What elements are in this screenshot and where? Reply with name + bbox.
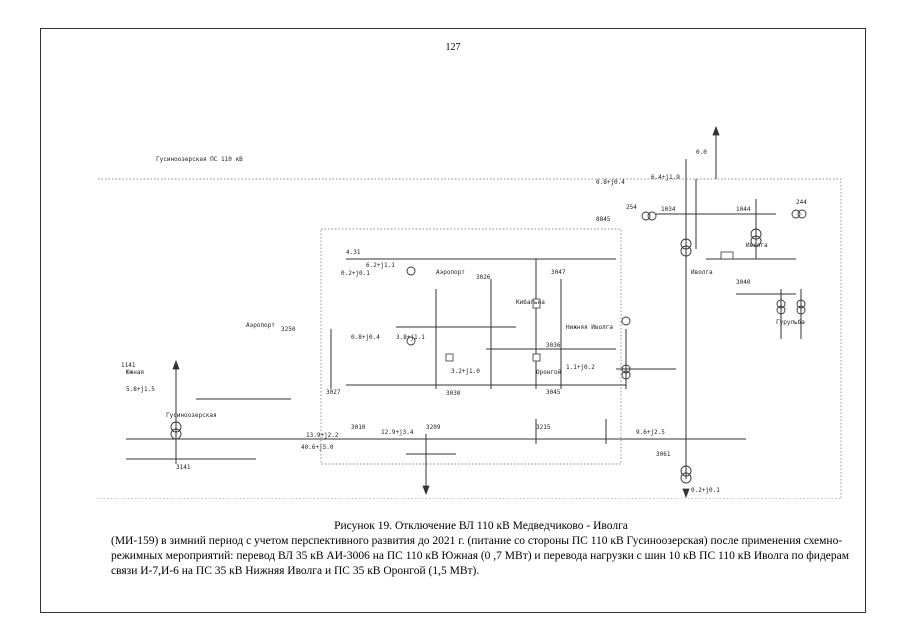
electrical-network-diagram: 3250 3027 3030 3026 3047 3036 3045 3040 … [90, 99, 866, 500]
svg-text:8845: 8845 [596, 216, 611, 223]
svg-text:13.9+j2.2: 13.9+j2.2 [306, 432, 339, 439]
svg-text:3209: 3209 [426, 424, 441, 431]
svg-text:3.2+j1.0: 3.2+j1.0 [451, 368, 480, 375]
svg-text:6.2+j1.1: 6.2+j1.1 [366, 262, 395, 269]
svg-text:244: 244 [796, 199, 807, 206]
svg-text:Южная: Южная [126, 369, 144, 376]
svg-text:4.31: 4.31 [346, 249, 361, 256]
svg-text:Гусиноозерская: Гусиноозерская [166, 412, 217, 419]
document-page: 127 [40, 28, 866, 613]
svg-text:3036: 3036 [546, 342, 561, 349]
svg-text:3215: 3215 [536, 424, 551, 431]
svg-text:3250: 3250 [281, 326, 296, 333]
svg-text:3010: 3010 [351, 424, 366, 431]
svg-text:3030: 3030 [446, 390, 461, 397]
svg-text:40.6+j5.0: 40.6+j5.0 [301, 444, 334, 451]
svg-text:Аэропорт: Аэропорт [246, 322, 275, 329]
svg-text:0.2+j0.1: 0.2+j0.1 [691, 487, 720, 494]
page-number: 127 [445, 42, 461, 53]
figure-caption: Рисунок 19. Отключение ВЛ 110 кВ Медведч… [111, 519, 851, 579]
diagram-svg: 3250 3027 3030 3026 3047 3036 3045 3040 … [90, 125, 842, 500]
svg-text:Иволга: Иволга [691, 269, 713, 276]
svg-text:0.8+j0.4: 0.8+j0.4 [351, 334, 380, 341]
svg-text:3061: 3061 [656, 451, 671, 458]
svg-text:3040: 3040 [736, 279, 751, 286]
svg-text:Кибальна: Кибальна [516, 299, 545, 306]
svg-text:1141: 1141 [121, 362, 136, 369]
svg-text:Иволга: Иволга [746, 242, 768, 249]
svg-text:3141: 3141 [176, 464, 191, 471]
svg-text:9.6+j2.5: 9.6+j2.5 [636, 429, 665, 436]
svg-text:12.9+j3.4: 12.9+j3.4 [381, 429, 414, 436]
svg-text:5.8+j1.5: 5.8+j1.5 [126, 386, 155, 393]
svg-text:3027: 3027 [326, 389, 341, 396]
svg-text:3047: 3047 [551, 269, 566, 276]
svg-text:1044: 1044 [736, 206, 751, 213]
svg-text:254: 254 [626, 204, 637, 211]
svg-text:Гусиноозерская ПС 110 кВ: Гусиноозерская ПС 110 кВ [156, 156, 243, 163]
svg-text:Гурульба: Гурульба [776, 319, 805, 326]
caption-title: Рисунок 19. Отключение ВЛ 110 кВ Медведч… [334, 520, 628, 532]
svg-text:3.8+j1.1: 3.8+j1.1 [396, 334, 425, 341]
svg-text:1034: 1034 [661, 206, 676, 213]
svg-text:3026: 3026 [476, 274, 491, 281]
svg-text:0.2+j0.1: 0.2+j0.1 [341, 270, 370, 277]
svg-text:0.8+j0.4: 0.8+j0.4 [596, 179, 625, 186]
svg-text:1.1+j0.2: 1.1+j0.2 [566, 364, 595, 371]
svg-text:6.4+j1.9: 6.4+j1.9 [651, 174, 680, 181]
svg-text:Нижняя Иволга: Нижняя Иволга [566, 324, 613, 331]
svg-text:0.0: 0.0 [696, 149, 707, 156]
svg-text:3045: 3045 [546, 389, 561, 396]
svg-text:Оронгой: Оронгой [536, 369, 562, 376]
caption-body: (МИ-159) в зимний период с учетом перспе… [111, 535, 850, 577]
svg-text:Аэропорт: Аэропорт [436, 269, 465, 276]
